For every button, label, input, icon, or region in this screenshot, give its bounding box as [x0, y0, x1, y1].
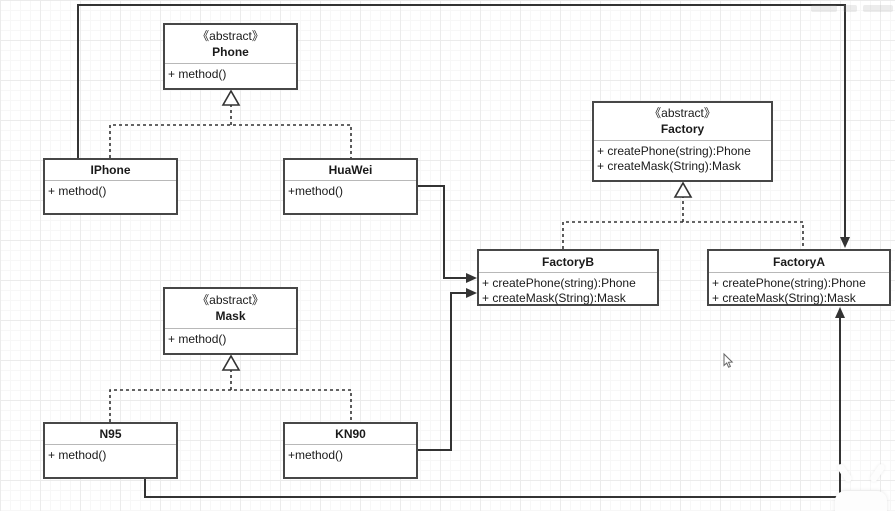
- class-box-n95[interactable]: N95 + method(): [43, 422, 178, 479]
- class-name: Phone: [212, 44, 249, 59]
- edge-kn90-to-factoryB: [418, 292, 468, 451]
- watermark-top-right: [745, 0, 893, 16]
- edge-huawei-to-factoryB: [418, 185, 468, 279]
- member-method: + method(): [48, 184, 107, 198]
- member-createMask: + createMask(String):Mask: [712, 291, 856, 305]
- class-box-phone[interactable]: 《abstract》 Phone + method(): [163, 23, 298, 90]
- watermark-mark: [863, 4, 893, 12]
- class-box-mask[interactable]: 《abstract》 Mask + method(): [163, 287, 298, 355]
- member-createMask: + createMask(String):Mask: [482, 291, 626, 305]
- member-method: + method(): [168, 67, 227, 81]
- class-name: IPhone: [90, 163, 131, 177]
- class-box-factory[interactable]: 《abstract》 Factory + createPhone(string)…: [592, 101, 773, 182]
- edge-generalization-mask-children: [109, 389, 352, 422]
- class-name: Mask: [215, 309, 246, 323]
- class-box-kn90[interactable]: KN90 +method(): [283, 422, 418, 479]
- member-createPhone: + createPhone(string):Phone: [597, 144, 751, 158]
- hollow-triangle-mask: [221, 354, 241, 371]
- hollow-triangle-factory: [673, 181, 693, 198]
- watermark-mark: [811, 4, 837, 12]
- member-createPhone: + createPhone(string):Phone: [482, 276, 636, 290]
- edge-generalization-phone-children: [109, 124, 352, 158]
- class-name: Factory: [660, 122, 705, 136]
- class-name: FactoryB: [541, 254, 594, 269]
- stereotype-label: 《abstract》: [197, 28, 264, 43]
- class-name: HuaWei: [328, 163, 373, 177]
- tv-logo-antenna-right: [868, 462, 887, 484]
- member-createPhone: + createPhone(string):Phone: [712, 276, 866, 290]
- arrowhead-into-factoryB-lower: [466, 288, 477, 298]
- class-box-iphone[interactable]: IPhone + method(): [43, 158, 178, 215]
- class-name: FactoryA: [772, 254, 825, 269]
- arrowhead-into-factoryB-upper: [466, 273, 477, 283]
- stereotype-label: 《abstract》: [649, 106, 716, 120]
- watermark-mark: [843, 4, 857, 12]
- edge-generalization-factory-children: [562, 221, 804, 249]
- mouse-cursor-icon: [723, 352, 734, 368]
- member-method: + method(): [48, 448, 107, 462]
- class-box-factoryA[interactable]: FactoryA + createPhone(string):Phone + c…: [707, 249, 891, 306]
- class-box-factoryB[interactable]: FactoryB + createPhone(string):Phone + c…: [477, 249, 659, 306]
- member-method: +method(): [288, 448, 344, 462]
- arrowhead-into-factoryA-bottom: [835, 307, 845, 318]
- arrowhead-into-factoryA-top: [840, 237, 850, 248]
- tv-logo-antenna-left: [835, 462, 854, 484]
- hollow-triangle-phone: [221, 89, 241, 106]
- member-method: + method(): [168, 332, 227, 346]
- class-name: KN90: [335, 427, 366, 441]
- watermark-bottom-right-tv-logo-icon: [835, 462, 887, 511]
- class-box-huawei[interactable]: HuaWei +method(): [283, 158, 418, 215]
- member-createMask: + createMask(String):Mask: [597, 159, 741, 173]
- class-name: N95: [99, 427, 122, 441]
- member-method: +method(): [288, 184, 344, 198]
- stereotype-label: 《abstract》: [197, 293, 264, 307]
